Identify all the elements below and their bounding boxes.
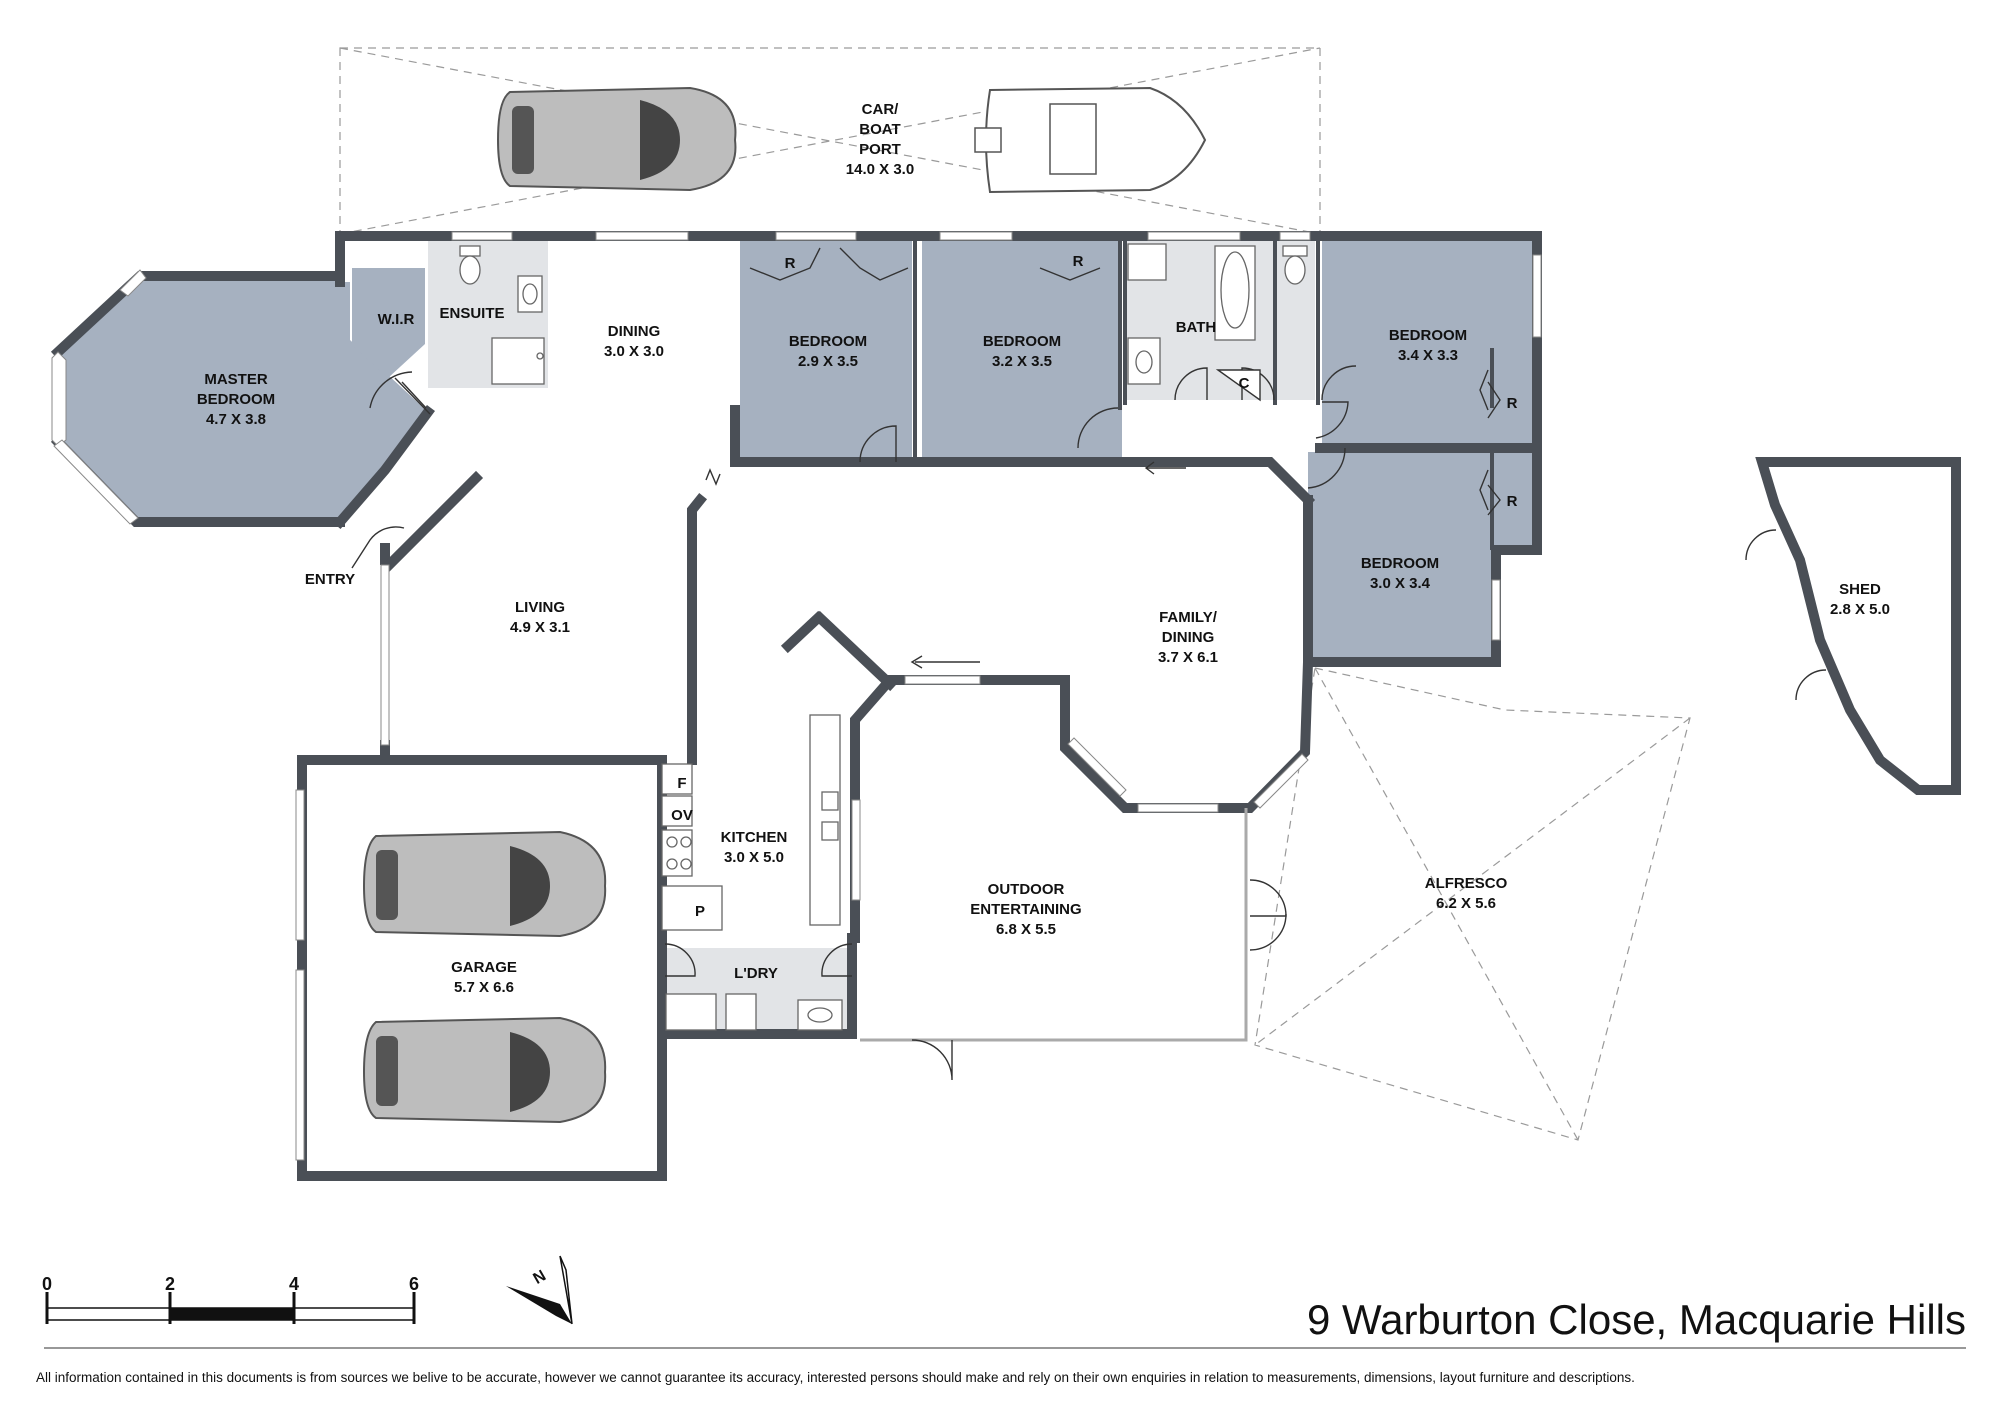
- bedroom-2-dims: 2.9 X 3.5: [798, 353, 858, 370]
- bedroom-2-robe-label: R: [785, 255, 796, 272]
- laundry-label: L'DRY: [734, 965, 778, 982]
- bedroom-2-fill: [740, 240, 912, 460]
- boat-icon: [974, 86, 1207, 194]
- master-bedroom-fill: [58, 274, 428, 522]
- vehicles: [362, 86, 1207, 1124]
- bedroom-5-fill: [1308, 452, 1532, 662]
- pantry-label: P: [695, 903, 705, 920]
- address-title: 9 Warburton Close, Macquarie Hills: [1307, 1296, 1966, 1343]
- garage-label: GARAGE: [451, 959, 517, 976]
- alfresco-area: [1254, 667, 1691, 1141]
- garage-dims: 5.7 X 6.6: [454, 979, 514, 996]
- carport-label-1: CAR/: [862, 101, 899, 118]
- dining-label: DINING: [608, 323, 661, 340]
- outdoor-label-2: ENTERTAINING: [970, 901, 1081, 918]
- ensuite-label: ENSUITE: [439, 305, 504, 322]
- bedroom-3-fill: [922, 240, 1122, 460]
- bedroom-3-dims: 3.2 X 3.5: [992, 353, 1052, 370]
- scale-tick-6: 6: [409, 1274, 419, 1294]
- doors: [351, 247, 1827, 1081]
- cupboard-label: C: [1239, 375, 1250, 392]
- bath-label: BATH: [1176, 319, 1217, 336]
- north-arrow-icon: N: [506, 1255, 573, 1325]
- kitchen-label: KITCHEN: [721, 829, 788, 846]
- family-label-2: DINING: [1162, 629, 1215, 646]
- shed-label: SHED: [1839, 581, 1881, 598]
- bedroom-3-label: BEDROOM: [983, 333, 1061, 350]
- bedroom-5-dims: 3.0 X 3.4: [1370, 575, 1431, 592]
- living-label: LIVING: [515, 599, 565, 616]
- carport-car-icon: [496, 86, 737, 192]
- bedroom-5-robe-label: R: [1507, 493, 1518, 510]
- bedroom-4-label: BEDROOM: [1389, 327, 1467, 344]
- carport-dims: 14.0 X 3.0: [846, 161, 914, 178]
- kitchen-dims: 3.0 X 5.0: [724, 849, 784, 866]
- outdoor-dims: 6.8 X 5.5: [996, 921, 1056, 938]
- room-labels: CAR/ BOAT PORT 14.0 X 3.0 MASTER BEDROOM…: [197, 101, 1890, 996]
- windows: [51, 231, 1542, 1161]
- bedroom-3-robe-label: R: [1073, 253, 1084, 270]
- bedroom-2-label: BEDROOM: [789, 333, 867, 350]
- fixtures: [459, 243, 1308, 1031]
- garage-car-1-icon: [362, 830, 607, 938]
- family-label-1: FAMILY/: [1159, 609, 1218, 626]
- living-dims: 4.9 X 3.1: [510, 619, 570, 636]
- master-label-2: BEDROOM: [197, 391, 275, 408]
- scale-tick-0: 0: [42, 1274, 52, 1294]
- outdoor-label-1: OUTDOOR: [988, 881, 1065, 898]
- garage-car-2-icon: [362, 1016, 607, 1124]
- disclaimer-text: All information contained in this docume…: [36, 1370, 1635, 1385]
- bedroom-4-fill: [1322, 240, 1532, 450]
- alfresco-dims: 6.2 X 5.6: [1436, 895, 1496, 912]
- carport-label-2: BOAT: [859, 121, 900, 138]
- wir-label: W.I.R: [378, 311, 415, 328]
- outdoor-outline: [860, 808, 1248, 1042]
- dining-dims: 3.0 X 3.0: [604, 343, 664, 360]
- scale-tick-4: 4: [289, 1274, 299, 1294]
- walls: [50, 231, 1961, 1181]
- scale-bar: 0 2 4 6: [42, 1274, 419, 1324]
- direction-arrows: [910, 461, 1186, 669]
- master-label-1: MASTER: [204, 371, 268, 388]
- carport-label-3: PORT: [859, 141, 901, 158]
- compass-label: N: [530, 1267, 549, 1288]
- bedroom-4-robe-label: R: [1507, 395, 1518, 412]
- bedroom-4-dims: 3.4 X 3.3: [1398, 347, 1458, 364]
- bedroom-5-label: BEDROOM: [1361, 555, 1439, 572]
- master-dims: 4.7 X 3.8: [206, 411, 266, 428]
- oven-label: OV: [671, 807, 693, 824]
- scale-tick-2: 2: [165, 1274, 175, 1294]
- fridge-label: F: [677, 775, 686, 792]
- family-dims: 3.7 X 6.1: [1158, 649, 1218, 666]
- shed-dims: 2.8 X 5.0: [1830, 601, 1890, 618]
- alfresco-label: ALFRESCO: [1425, 875, 1508, 892]
- room-fills: [58, 240, 1532, 1034]
- entry-label: ENTRY: [305, 571, 355, 588]
- wir-fill: [352, 268, 425, 378]
